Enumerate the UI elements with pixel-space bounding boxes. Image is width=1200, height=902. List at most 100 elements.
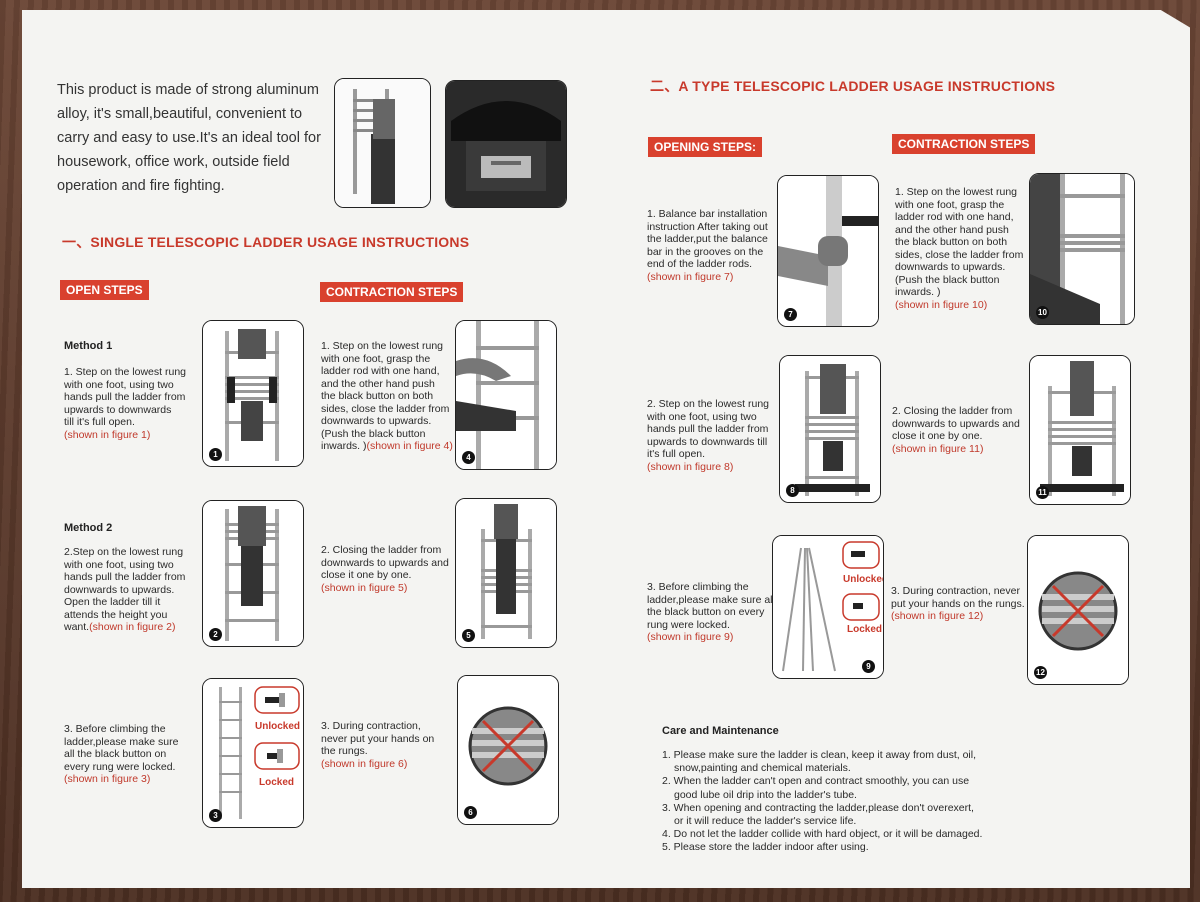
unlocked-label: Unlocked bbox=[255, 721, 301, 732]
figure-3: Unlocked Locked 3 bbox=[202, 678, 304, 828]
text-fragment: want. bbox=[64, 621, 90, 633]
care-item: 5. Please store the ladder indoor after … bbox=[662, 841, 869, 854]
figure-ref: (shown in figure 8) bbox=[647, 460, 734, 473]
care-item: 1. Please make sure the ladder is clean,… bbox=[662, 749, 976, 761]
single-ladder-heading: 一、SINGLE TELESCOPIC LADDER USAGE INSTRUC… bbox=[62, 234, 470, 250]
care-title: Care and Maintenance bbox=[662, 725, 779, 737]
unlocked-label: Unlocked bbox=[843, 574, 884, 585]
locked-label: Locked bbox=[847, 624, 883, 635]
figure-ref: (shown in figure 6) bbox=[321, 757, 408, 770]
atype-opening3-text: 3. Before climbing the ladder,please mak… bbox=[647, 581, 787, 644]
figure-ref: (shown in figure 1) bbox=[64, 428, 151, 441]
figure-number: 10 bbox=[1036, 306, 1049, 319]
atype-opening1-text: 1. Balance bar installation instruction … bbox=[647, 208, 787, 283]
text-line: downwards to upwards. bbox=[895, 261, 1006, 273]
text-line: never put your hands on bbox=[321, 732, 435, 745]
text-line: till it's full open. bbox=[64, 416, 135, 428]
text-line: put your hands on the rungs. bbox=[891, 597, 1025, 610]
figure-number: 5 bbox=[462, 629, 475, 642]
figure-number: 9 bbox=[862, 660, 875, 673]
text-line: 3. Before climbing the bbox=[64, 723, 166, 735]
text-line: the black button on both bbox=[321, 390, 434, 402]
text-line: (Push the black button bbox=[321, 427, 426, 440]
text-line: 3. During contraction, bbox=[321, 720, 421, 732]
text-line: 3. During contraction, never bbox=[891, 585, 1020, 597]
text-line: ladder,please make sure all bbox=[647, 593, 775, 606]
text-line: Open the ladder till it bbox=[64, 596, 161, 608]
figure-5: 5 bbox=[455, 498, 557, 648]
figure-number: 7 bbox=[784, 308, 797, 321]
text-line: 2. Closing the ladder from bbox=[321, 544, 442, 556]
single-step3-text: 3. Before climbing the ladder,please mak… bbox=[64, 723, 204, 786]
text-line: upwards to downwards bbox=[64, 403, 172, 416]
figure-number: 2 bbox=[209, 628, 222, 641]
intro-paragraph: This product is made of strong aluminum … bbox=[57, 78, 347, 198]
opening-steps-badge: OPENING STEPS: bbox=[648, 137, 763, 157]
atype-ladder-heading: 二、A TYPE TELESCOPIC LADDER USAGE INSTRUC… bbox=[650, 78, 1056, 94]
figure-ref: (shown in figure 7) bbox=[647, 270, 734, 283]
text-line: hands pull the ladder from bbox=[647, 423, 769, 435]
figure-ref: (shown in figure 12) bbox=[891, 610, 984, 622]
care-item: good lube oil drip into the ladder's tub… bbox=[674, 788, 857, 801]
text-line: the ladder,put the balance bbox=[647, 233, 768, 245]
text-line: 1. Step on the lowest rung bbox=[64, 366, 186, 378]
text-line: end of the ladder rods. bbox=[647, 258, 753, 270]
text-line: 2. Step on the lowest rung bbox=[647, 398, 769, 410]
care-item: 2. When the ladder can't open and contra… bbox=[662, 775, 970, 788]
intro-line: housework, office work, outside field bbox=[57, 154, 290, 170]
atype-contraction1-text: 1. Step on the lowest rung with one foot… bbox=[895, 186, 1035, 311]
text-line: ladder rod with one hand, bbox=[895, 211, 1014, 223]
figure-6: 6 bbox=[457, 675, 559, 825]
figure-number: 6 bbox=[464, 806, 477, 819]
care-item: 4. Do not let the ladder collide with ha… bbox=[662, 828, 983, 841]
text-line: and the other hand push bbox=[895, 223, 1009, 236]
text-line: downwards to upwards and bbox=[321, 556, 449, 569]
intro-line: carry and easy to use.It's an ideal tool… bbox=[57, 130, 321, 146]
text-line: close it one by one. bbox=[892, 430, 983, 442]
care-item: or it will reduce the ladder's service l… bbox=[674, 815, 857, 828]
text-line: with one foot, using two bbox=[647, 410, 757, 423]
text-line: with one foot, using two bbox=[64, 378, 174, 391]
figure-number: 1 bbox=[209, 448, 222, 461]
text-line: every rung were locked. bbox=[64, 760, 176, 773]
text-line: 1. Balance bar installation bbox=[647, 208, 768, 220]
text-line: sides, close the ladder from bbox=[321, 402, 450, 415]
open-steps-badge: OPEN STEPS bbox=[60, 280, 149, 300]
intro-photo-person-ladder bbox=[334, 78, 431, 208]
care-item: 3. When opening and contracting the ladd… bbox=[662, 801, 974, 814]
figure-number: 11 bbox=[1036, 486, 1049, 499]
single-contraction1-text: 1. Step on the lowest rung with one foot… bbox=[321, 340, 461, 453]
intro-line: alloy, it's small,beautiful, convenient … bbox=[57, 106, 303, 122]
figure-ref: (shown in figure 9) bbox=[647, 631, 734, 643]
single-contraction3-text: 3. During contraction, never put your ha… bbox=[321, 720, 461, 770]
text-line: inwards. ) bbox=[895, 286, 941, 298]
text-line: hands pull the ladder from bbox=[64, 571, 186, 583]
figure-7: 7 bbox=[777, 175, 879, 327]
text-line: 1. Step on the lowest rung bbox=[321, 340, 443, 352]
text-line: downwards to upwards. bbox=[64, 583, 175, 596]
text-line: rung were locked. bbox=[647, 618, 730, 631]
figure-number: 3 bbox=[209, 809, 222, 822]
method1-title: Method 1 bbox=[64, 340, 113, 352]
text-line: with one foot, grasp the bbox=[321, 352, 431, 365]
method1-text: 1. Step on the lowest rung with one foot… bbox=[64, 366, 204, 441]
text-line: the black button on both bbox=[895, 236, 1008, 248]
text-line: ladder rod with one hand, bbox=[321, 365, 440, 377]
text-line: with one foot, using two bbox=[64, 558, 174, 571]
text-line: attends the height you bbox=[64, 608, 168, 621]
figure-4: 4 bbox=[455, 320, 557, 470]
text-line: with one foot, grasp the bbox=[895, 198, 1005, 211]
figure-12: 12 bbox=[1027, 535, 1129, 685]
intro-photo-car-trunk bbox=[445, 80, 567, 208]
text-line: inwards. )(shown in figure 4) bbox=[321, 440, 461, 453]
figure-ref: (shown in figure 11) bbox=[892, 442, 984, 455]
text-line: (Push the black button bbox=[895, 273, 1000, 286]
figure-2: 2 bbox=[202, 500, 304, 647]
figure-number: 12 bbox=[1034, 666, 1047, 679]
text-line: 1. Step on the lowest rung bbox=[895, 186, 1017, 198]
text-line: ladder,please make sure bbox=[64, 735, 179, 748]
method2-title: Method 2 bbox=[64, 522, 113, 534]
figure-number: 4 bbox=[462, 451, 475, 464]
text-line: bar in the grooves on the bbox=[647, 245, 764, 258]
text-line: hands pull the ladder from bbox=[64, 391, 186, 403]
